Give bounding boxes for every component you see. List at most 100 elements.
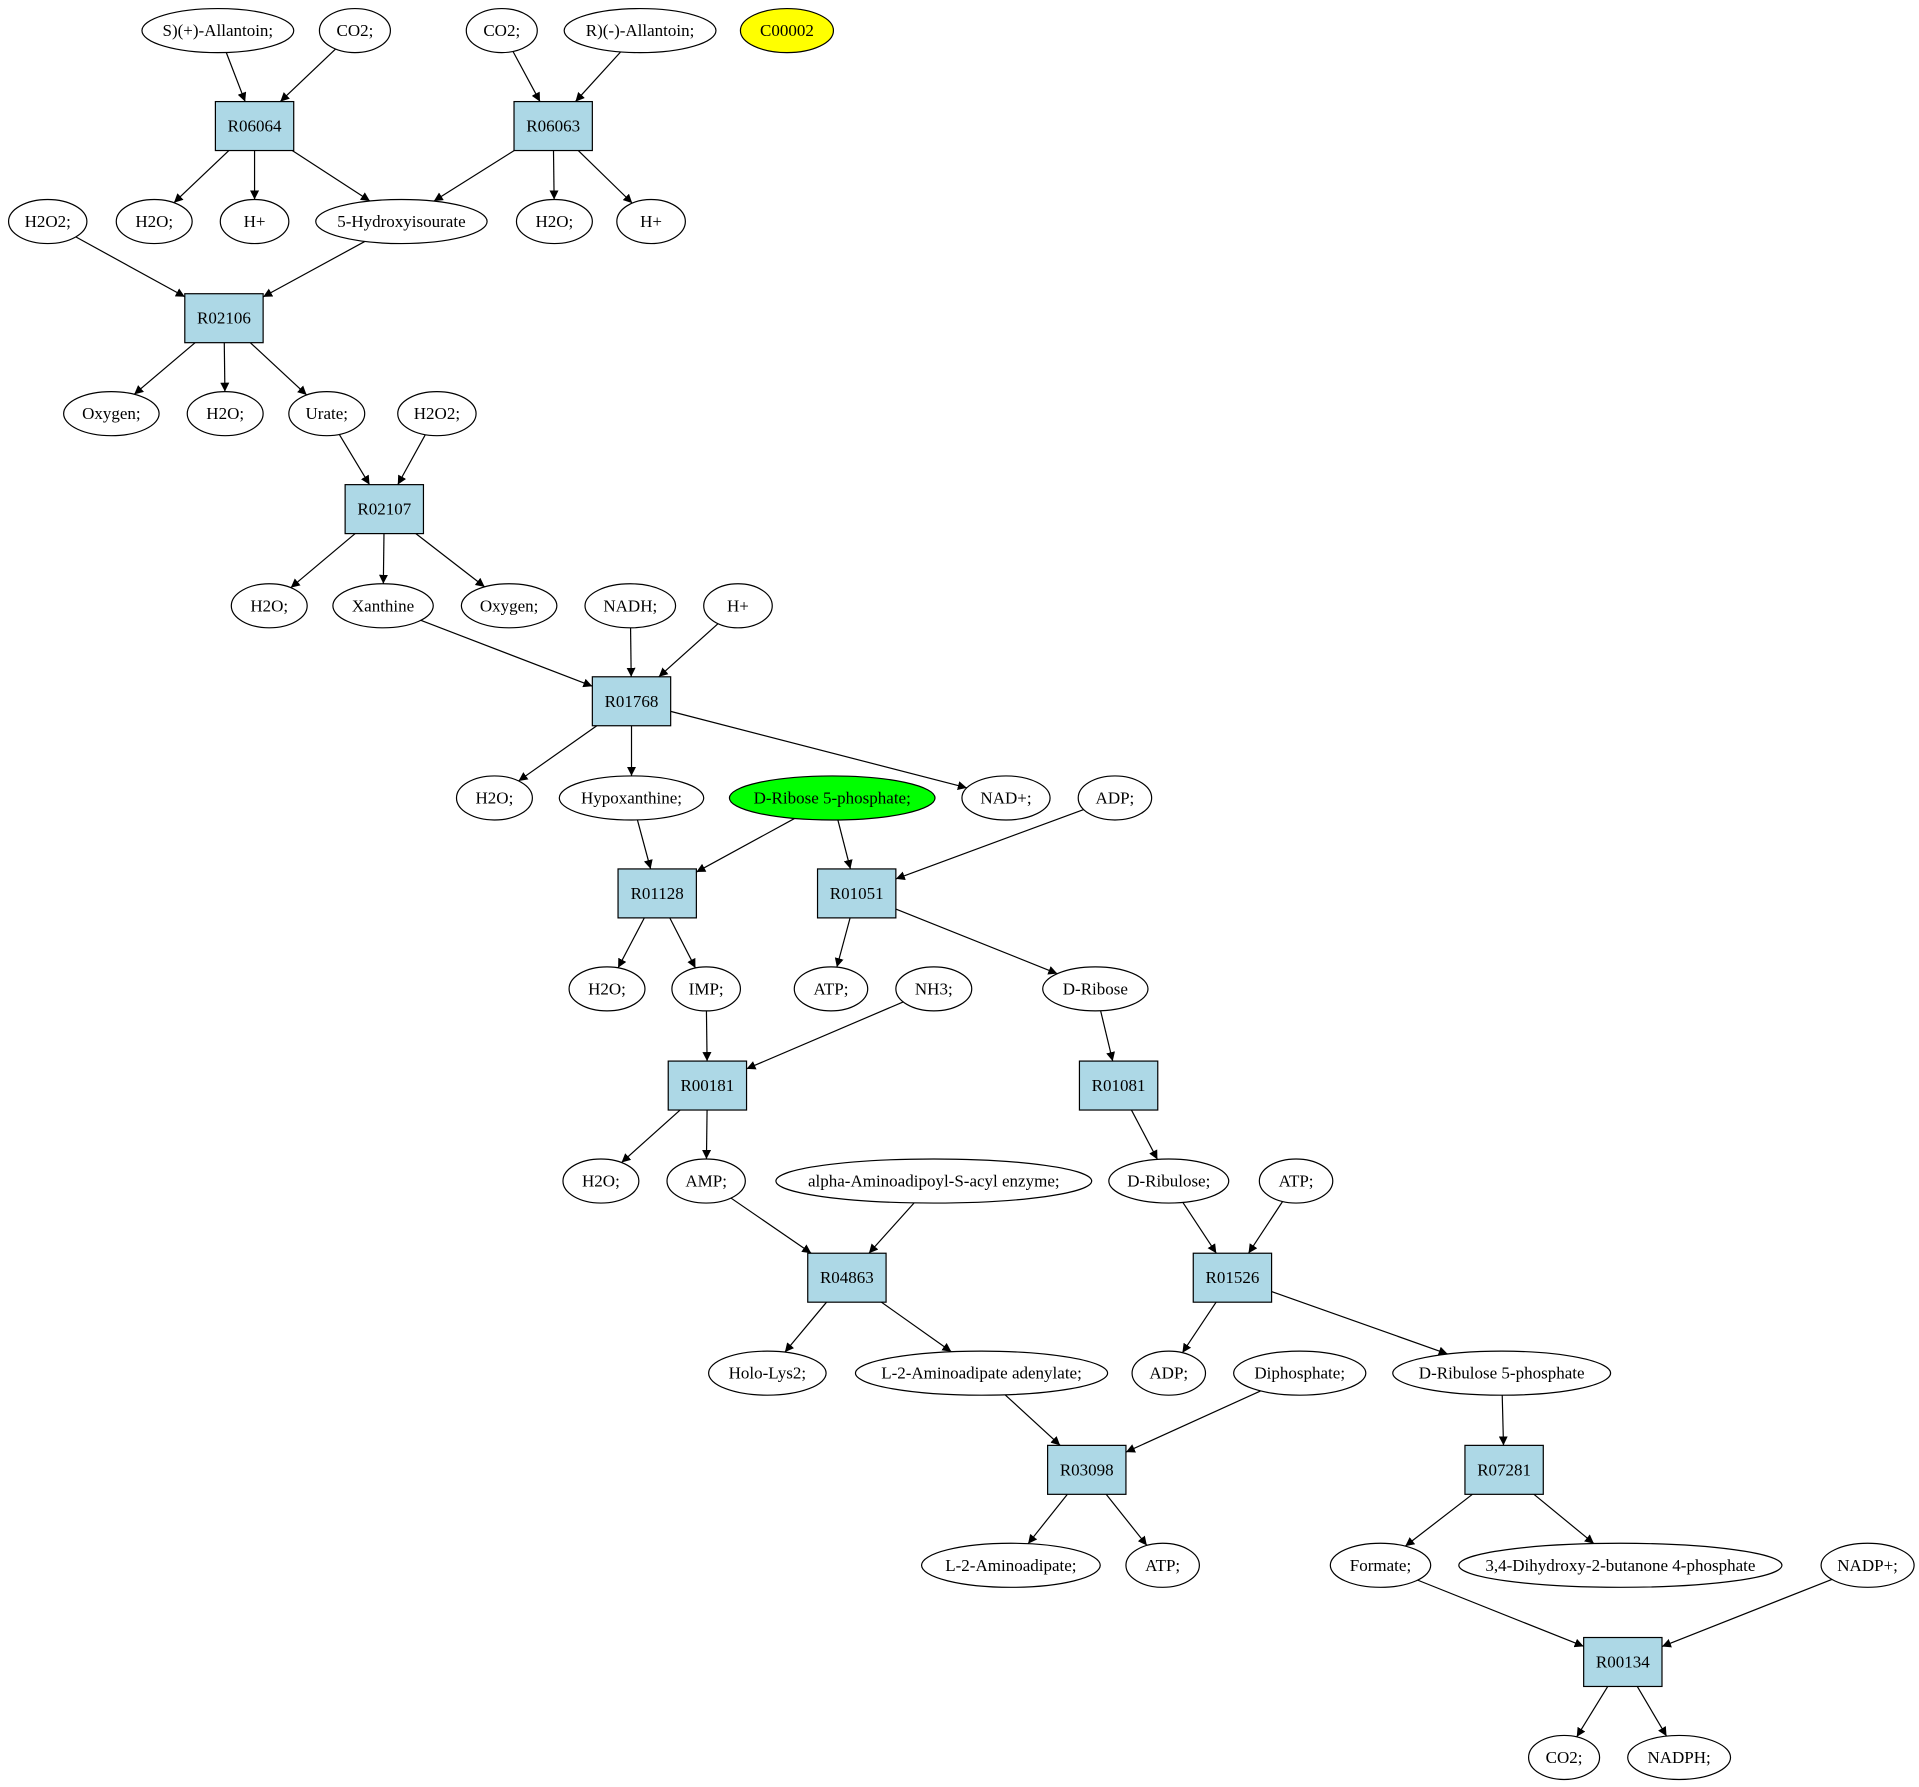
compound-label: S)(+)-Allantoin; (163, 21, 274, 40)
compound-node-hplus-b[interactable]: H+ (616, 198, 686, 245)
reaction-label: R00134 (1596, 1652, 1650, 1671)
compound-ellipse (318, 7, 392, 54)
compound-node-hypoxanthine[interactable]: Hypoxanthine; (558, 775, 705, 821)
compound-node-ribose5p[interactable]: D-Ribose 5-phosphate; (728, 775, 936, 821)
reaction-node-r00134[interactable]: R00134 (1583, 1636, 1663, 1688)
compound-node-hololys2[interactable]: Holo-Lys2; (708, 1350, 827, 1396)
reaction-node-r01526[interactable]: R01526 (1192, 1252, 1273, 1303)
compound-node-urate[interactable]: Urate; (288, 391, 366, 437)
compound-node-aminoadipate-adenylate[interactable]: L-2-Aminoadipate adenylate; (854, 1350, 1109, 1396)
compound-node-h2o-f[interactable]: H2O; (568, 966, 646, 1012)
reaction-node-r00181[interactable]: R00181 (667, 1060, 748, 1111)
compound-ellipse (895, 966, 973, 1012)
compound-ellipse (961, 775, 1051, 821)
compound-node-atp-c[interactable]: ATP; (1125, 1542, 1200, 1588)
compound-node-oxygen-a[interactable]: Oxygen; (63, 391, 160, 437)
reaction-node-r06064[interactable]: R06064 (214, 100, 295, 152)
compound-node-adp-b[interactable]: ADP; (1131, 1350, 1207, 1396)
compound-node-co2-c[interactable]: CO2; (1527, 1734, 1601, 1781)
edge-R04863-to-aminoadipate_adenylate (881, 1301, 952, 1353)
compound-node-hplus-c[interactable]: H+ (703, 583, 773, 629)
compound-ellipse (708, 1350, 827, 1396)
edge-r_allantoin-to-R06063 (575, 51, 622, 102)
compound-node-formate[interactable]: Formate; (1329, 1542, 1432, 1588)
reaction-box (816, 868, 897, 919)
compound-label: Holo-Lys2; (729, 1364, 806, 1383)
compound-node-butanone[interactable]: 3,4-Dihydroxy-2-butanone 4-phosphate (1458, 1542, 1783, 1588)
compound-node-h2o-g[interactable]: H2O; (562, 1158, 640, 1204)
reaction-node-r01768[interactable]: R01768 (591, 676, 672, 727)
edge-layer (75, 48, 1833, 1738)
compound-node-nadplus[interactable]: NAD+; (961, 775, 1051, 821)
compound-label: Oxygen; (480, 596, 539, 615)
compound-node-co2-b[interactable]: CO2; (465, 7, 538, 54)
compound-label: H+ (640, 212, 662, 231)
reaction-node-r01081[interactable]: R01081 (1078, 1060, 1159, 1111)
edge-ribose5p-to-R01128 (696, 817, 795, 873)
edge-R02107-to-h2o_d (290, 533, 356, 589)
compound-node-co2-a[interactable]: CO2; (318, 7, 392, 54)
reaction-box (1464, 1444, 1544, 1495)
reaction-node-r01051[interactable]: R01051 (816, 868, 897, 919)
compound-node-nadph[interactable]: NADPH; (1627, 1734, 1732, 1781)
edge-R00134-to-co2_c (1576, 1686, 1609, 1738)
reaction-node-r02107[interactable]: R02107 (344, 484, 425, 535)
compound-node-oxygen-b[interactable]: Oxygen; (460, 583, 558, 629)
compound-ellipse (1329, 1542, 1432, 1588)
compound-node-s-allantoin[interactable]: S)(+)-Allantoin; (141, 7, 295, 54)
compound-node-dribulose[interactable]: D-Ribulose; (1108, 1158, 1230, 1204)
reaction-box (667, 1060, 748, 1111)
edge-hydroxyisourate-to-R02106 (262, 240, 366, 298)
compound-node-imp[interactable]: IMP; (671, 966, 742, 1012)
reaction-node-r03098[interactable]: R03098 (1047, 1444, 1127, 1495)
compound-ellipse (1527, 1734, 1601, 1781)
compound-label: C00002 (760, 21, 814, 40)
compound-label: ATP; (1279, 1172, 1314, 1191)
compound-node-nadpplus[interactable]: NADP+; (1820, 1542, 1915, 1588)
compound-node-atp-a[interactable]: ATP; (793, 966, 869, 1012)
edge-R01768-to-nadplus (670, 710, 968, 790)
compound-node-hydroxyisourate[interactable]: 5-Hydroxyisourate (315, 198, 488, 245)
compound-node-nadh[interactable]: NADH; (584, 583, 677, 629)
compound-node-h2o2-b[interactable]: H2O2; (397, 391, 477, 437)
compound-label: H2O; (476, 788, 514, 807)
compound-node-h2o-b[interactable]: H2O; (515, 198, 593, 245)
compound-node-dribulose5p[interactable]: D-Ribulose 5-phosphate (1392, 1350, 1612, 1396)
compound-label: Diphosphate; (1254, 1364, 1345, 1383)
compound-node-nh3[interactable]: NH3; (895, 966, 973, 1012)
compound-node-atp-b[interactable]: ATP; (1258, 1158, 1334, 1204)
compound-node-r-allantoin[interactable]: R)(-)-Allantoin; (563, 7, 717, 54)
compound-label: L-2-Aminoadipate adenylate; (881, 1364, 1082, 1383)
compound-node-aminoadipate[interactable]: L-2-Aminoadipate; (920, 1542, 1101, 1588)
compound-label: H+ (727, 596, 749, 615)
compound-ellipse (584, 583, 677, 629)
reaction-node-r02106[interactable]: R02106 (184, 293, 264, 344)
edge-R07281-to-butanone (1533, 1493, 1595, 1545)
compound-label: 5-Hydroxyisourate (337, 212, 465, 231)
compound-node-h2o-d[interactable]: H2O; (230, 583, 308, 629)
compound-node-adp-a[interactable]: ADP; (1077, 775, 1153, 821)
compound-node-c00002[interactable]: C00002 (739, 7, 835, 54)
reaction-node-r07281[interactable]: R07281 (1464, 1444, 1544, 1495)
compound-node-xanthine[interactable]: Xanthine (332, 583, 434, 629)
reaction-node-r04863[interactable]: R04863 (807, 1252, 887, 1303)
compound-node-diphosphate[interactable]: Diphosphate; (1233, 1350, 1367, 1396)
edge-hplus_c-to-R01768 (658, 623, 719, 678)
compound-ellipse (332, 583, 434, 629)
compound-node-amp[interactable]: AMP; (666, 1158, 746, 1204)
compound-node-h2o-c[interactable]: H2O; (186, 391, 264, 437)
compound-label: Oxygen; (82, 404, 141, 423)
compound-node-h2o2-a[interactable]: H2O2; (7, 198, 88, 245)
compound-label: H2O; (582, 1172, 620, 1191)
compound-node-aminoadipoyl[interactable]: alpha-Aminoadipoyl-S-acyl enzyme; (775, 1158, 1093, 1204)
compound-node-hplus-a[interactable]: H+ (219, 198, 290, 245)
compound-node-h2o-a[interactable]: H2O; (115, 198, 193, 245)
reaction-node-r01128[interactable]: R01128 (617, 868, 697, 919)
reaction-box (1583, 1636, 1663, 1688)
compound-node-dribose[interactable]: D-Ribose (1042, 966, 1149, 1012)
edge-aminoadipate_adenylate-to-R03098 (1004, 1394, 1061, 1446)
reaction-node-r06063[interactable]: R06063 (513, 100, 593, 152)
compound-ellipse (1392, 1350, 1612, 1396)
compound-node-h2o-e[interactable]: H2O; (455, 775, 533, 821)
edge-R06064-to-hydroxyisourate (291, 150, 371, 202)
